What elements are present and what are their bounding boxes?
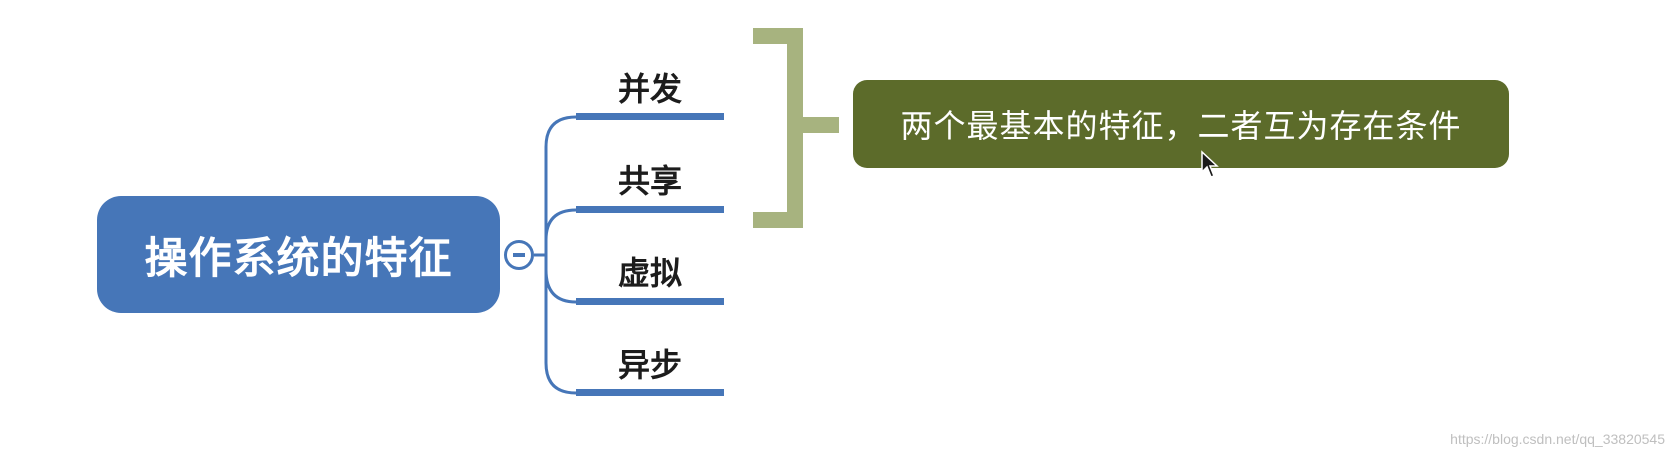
summary-node[interactable]: 两个最基本的特征，二者互为存在条件 xyxy=(853,80,1509,168)
branch-label-3[interactable]: 虚拟 xyxy=(617,254,682,292)
mouse-pointer-icon xyxy=(1201,150,1219,178)
branch-connector-3 xyxy=(544,269,577,304)
branch-label-4[interactable]: 异步 xyxy=(617,346,682,384)
branch-connector-2 xyxy=(544,208,577,241)
watermark: https://blog.csdn.net/qq_33820545 xyxy=(1450,431,1665,447)
branch-trunk-line xyxy=(544,115,577,395)
branch-underline-2 xyxy=(576,206,724,213)
branch-underline-1 xyxy=(576,113,724,120)
branch-label-1[interactable]: 并发 xyxy=(617,70,682,108)
summary-node-label: 两个最基本的特征，二者互为存在条件 xyxy=(900,107,1462,145)
collapse-toggle-icon[interactable] xyxy=(504,240,534,270)
branch-underline-4 xyxy=(576,389,724,396)
root-node-label: 操作系统的特征 xyxy=(144,233,453,284)
root-node[interactable]: 操作系统的特征 xyxy=(97,196,500,313)
summary-bracket xyxy=(753,28,803,228)
branch-label-2[interactable]: 共享 xyxy=(617,162,682,200)
branch-underline-3 xyxy=(576,298,724,305)
